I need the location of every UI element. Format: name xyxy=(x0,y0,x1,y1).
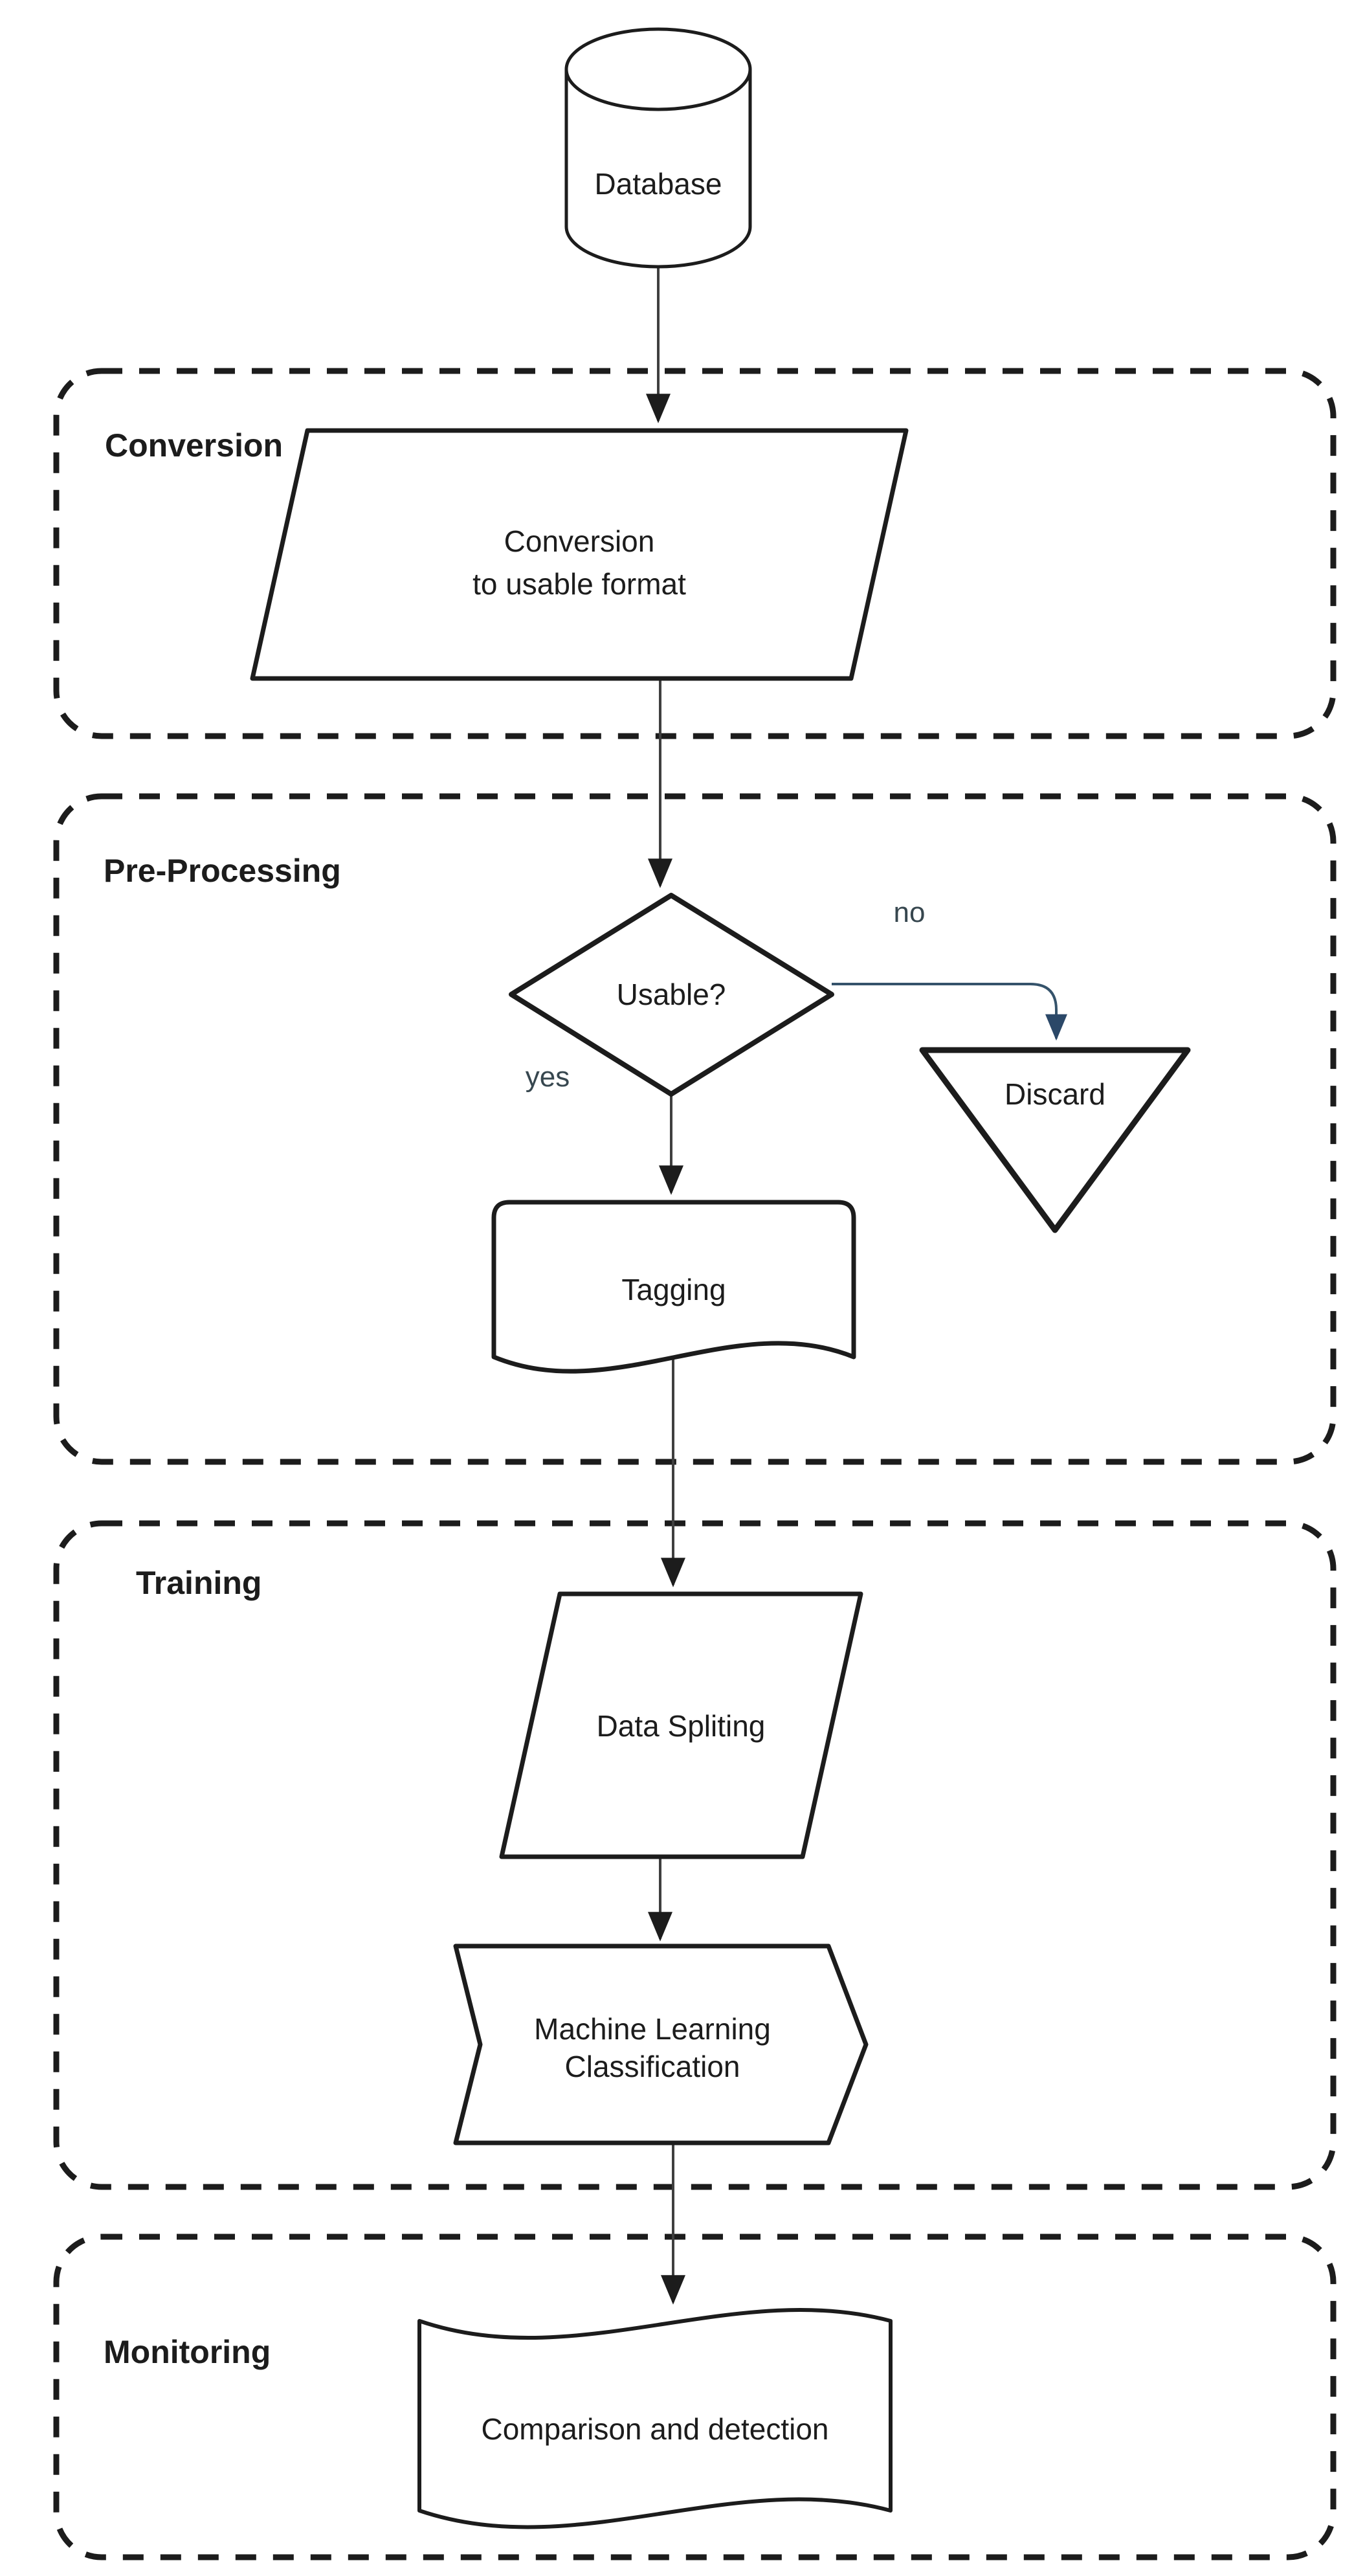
discard-label: Discard xyxy=(1004,1077,1105,1111)
edge-label-no: no xyxy=(894,897,926,928)
section-container-training xyxy=(53,1520,1337,2190)
section-label-pre-processing: Pre-Processing xyxy=(104,853,341,889)
ml-classification-chevron xyxy=(453,1943,869,2145)
data-splitting-label: Data Spliting xyxy=(597,1709,766,1743)
ml-classification-label-line2: Classification xyxy=(565,2050,740,2083)
node-usable-decision: Usable? xyxy=(509,893,834,1097)
section-label-monitoring: Monitoring xyxy=(104,2334,271,2370)
ml-classification-label-line1: Machine Learning xyxy=(534,2012,771,2046)
usable-decision-label: Usable? xyxy=(617,978,726,1011)
node-discard: Discard xyxy=(919,1047,1191,1233)
conversion-parallelogram xyxy=(250,428,909,681)
arrow-decision-no-to-discard xyxy=(832,983,1067,1041)
node-ml-classification: Machine Learning Classification xyxy=(453,1943,869,2145)
database-cylinder-body xyxy=(564,67,752,269)
edge-label-yes: yes xyxy=(526,1061,570,1093)
comparison-tape xyxy=(417,2308,893,2529)
section-label-training: Training xyxy=(136,1565,261,1601)
conversion-step-label-line1: Conversion xyxy=(504,524,655,558)
data-splitting-parallelogram xyxy=(499,1591,863,1859)
node-database: Database xyxy=(564,27,752,269)
tagging-label: Tagging xyxy=(621,1273,726,1306)
section-container-conversion xyxy=(53,368,1337,739)
node-comparison: Comparison and detection xyxy=(417,2308,893,2529)
database-label: Database xyxy=(595,167,722,201)
node-tagging: Tagging xyxy=(491,1200,856,1374)
database-cylinder-top xyxy=(564,27,752,111)
usable-decision-diamond xyxy=(509,893,834,1097)
conversion-step-label-line2: to usable format xyxy=(472,567,686,601)
node-data-splitting: Data Spliting xyxy=(499,1591,863,1859)
section-label-conversion: Conversion xyxy=(105,427,283,464)
section-container-monitoring xyxy=(53,2234,1337,2560)
discard-triangle xyxy=(919,1047,1191,1233)
tagging-document xyxy=(491,1200,856,1374)
comparison-label: Comparison and detection xyxy=(482,2412,829,2446)
node-conversion-step: Conversion to usable format xyxy=(250,428,909,681)
section-container-pre-processing xyxy=(53,793,1337,1465)
